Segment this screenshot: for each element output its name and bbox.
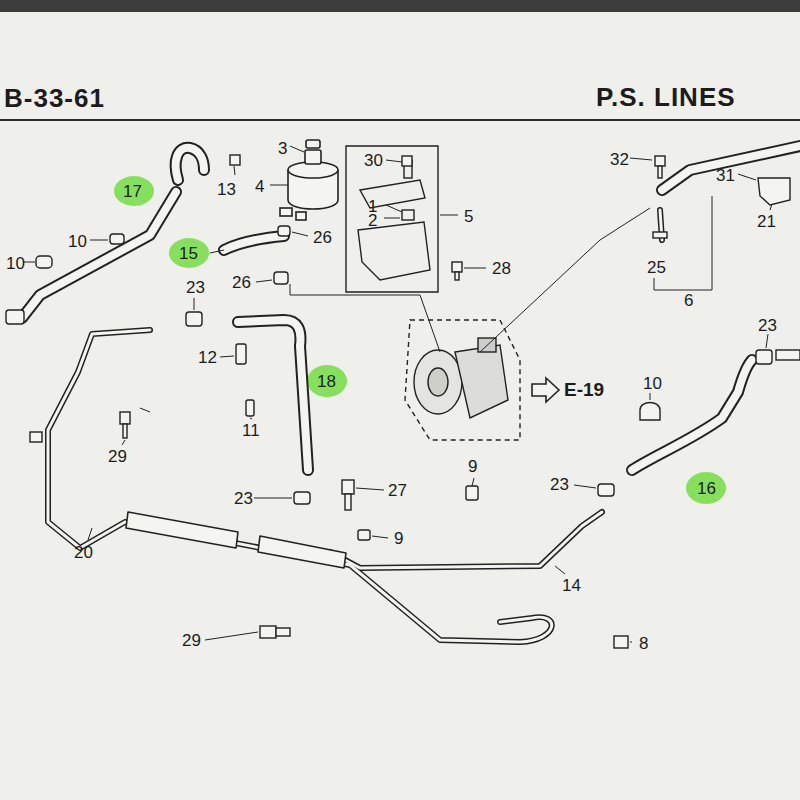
callout-number: 11 bbox=[240, 421, 262, 440]
callout-number: 14 bbox=[560, 576, 583, 595]
callout-number: 29 bbox=[180, 631, 203, 650]
callout-number: 4 bbox=[253, 177, 266, 196]
callout-number: 23 bbox=[756, 316, 779, 335]
callout-number: 25 bbox=[645, 258, 668, 277]
reference-text: E-19 bbox=[564, 379, 604, 401]
callout-number: 2 bbox=[366, 211, 379, 230]
callout-number: 29 bbox=[106, 447, 129, 466]
callout-number: 26 bbox=[311, 228, 334, 247]
callout-number: 9 bbox=[466, 457, 479, 476]
callout-number: 26 bbox=[230, 273, 253, 292]
callout-number: 10 bbox=[66, 232, 89, 251]
page-title: P.S. LINES bbox=[596, 84, 736, 110]
callout-number: 20 bbox=[72, 543, 95, 562]
callout-number: 10 bbox=[4, 254, 27, 273]
callout-number: 6 bbox=[682, 291, 695, 310]
callout-number: 23 bbox=[232, 489, 255, 508]
text-holder: E-19 bbox=[530, 375, 609, 405]
callout-number: 13 bbox=[215, 180, 238, 199]
callout-number: 28 bbox=[490, 259, 513, 278]
callout-number: 23 bbox=[184, 278, 207, 297]
callout-number: 21 bbox=[755, 212, 778, 231]
callout-number: 31 bbox=[714, 166, 737, 185]
callout-number: 8 bbox=[637, 634, 650, 653]
callout-number: 23 bbox=[548, 475, 571, 494]
callout-number: 3 bbox=[276, 139, 289, 158]
callout-number: 10 bbox=[641, 374, 664, 393]
callout-number: 18 bbox=[315, 372, 338, 391]
callout-number: 15 bbox=[177, 244, 200, 263]
page-number: B-33-61 bbox=[4, 85, 105, 111]
callout-number: 30 bbox=[362, 151, 385, 170]
callout-number: 16 bbox=[695, 479, 718, 498]
callout-number: 27 bbox=[386, 481, 409, 500]
callout-number: 17 bbox=[121, 182, 144, 201]
reference-arrow: E-19 bbox=[530, 375, 609, 405]
callout-number: 9 bbox=[392, 529, 405, 548]
callout-number: 32 bbox=[608, 150, 631, 169]
callout-number: 12 bbox=[196, 348, 219, 367]
callout-number: 5 bbox=[462, 207, 475, 226]
